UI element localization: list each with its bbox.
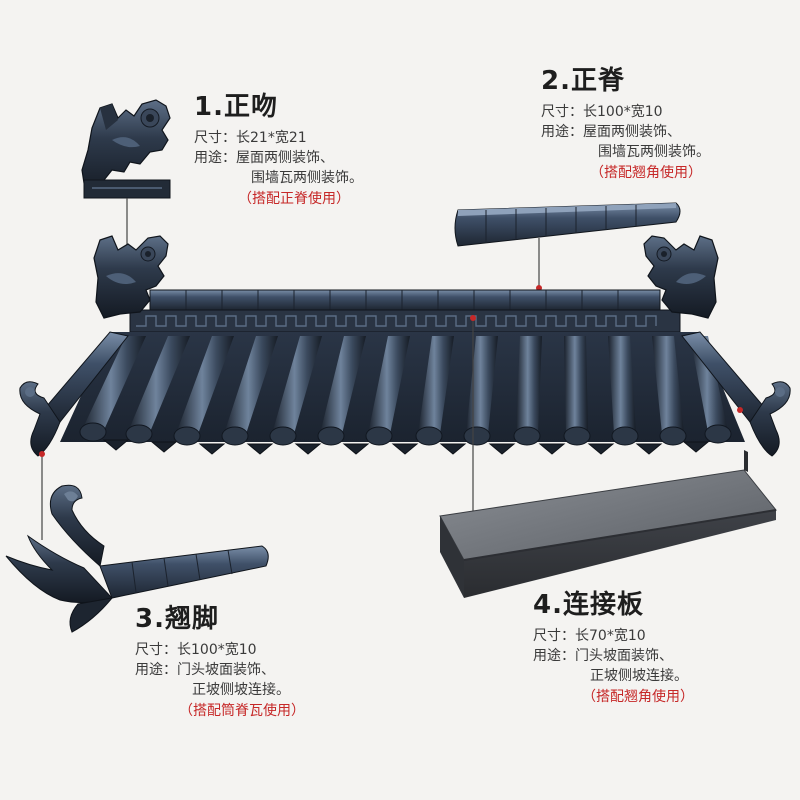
product-label-connecting-plate: 4.连接板 尺寸：长70*宽10 用途：门头坡面装饰、 正坡侧坡连接。 （搭配翘… — [533, 590, 694, 708]
use-line-2: 正坡侧坡连接。 — [590, 668, 688, 684]
product-label-ridge-ornament: 1.正吻 尺寸：长21*宽21 用途：屋面两侧装饰、 围墙瓦两侧装饰。 （搭配正… — [194, 92, 363, 210]
use-row: 用途：门头坡面装饰、 — [135, 660, 305, 680]
size-value: 长100*宽10 — [177, 642, 257, 658]
pairing-note: （搭配正脊使用） — [238, 191, 350, 207]
product-label-upturned-corner: 3.翘脚 尺寸：长100*宽10 用途：门头坡面装饰、 正坡侧坡连接。 （搭配筒… — [135, 604, 305, 722]
use-line-2: 围墙瓦两侧装饰。 — [251, 170, 363, 186]
use-line-1: 门头坡面装饰、 — [177, 662, 275, 678]
size-key: 尺寸： — [135, 642, 177, 658]
use-key: 用途： — [194, 150, 236, 166]
product-title: 1.正吻 — [194, 92, 278, 122]
size-row: 尺寸：长70*宽10 — [533, 626, 694, 646]
use-key: 用途： — [533, 648, 575, 664]
main-ridge-piece — [454, 202, 681, 247]
use-row: 用途：屋面两侧装饰、 — [194, 148, 363, 168]
product-title: 2.正脊 — [541, 66, 625, 96]
eave-tile-ends — [79, 422, 732, 446]
size-key: 尺寸： — [541, 104, 583, 120]
roof-corner-curl-right — [749, 381, 791, 457]
size-row: 尺寸：长100*宽10 — [541, 102, 710, 122]
connecting-plate-piece — [439, 450, 777, 598]
size-value: 长100*宽10 — [583, 104, 663, 120]
roof-tile-tubes — [82, 336, 728, 434]
use-line-1: 屋面两侧装饰、 — [583, 124, 681, 140]
upturned-corner-piece — [5, 484, 269, 633]
use-line-2: 围墙瓦两侧装饰。 — [598, 144, 710, 160]
size-key: 尺寸： — [533, 628, 575, 644]
size-value: 长21*宽21 — [236, 130, 307, 146]
use-row: 用途：门头坡面装饰、 — [533, 646, 694, 666]
pairing-note: （搭配翘角使用） — [590, 165, 702, 181]
roof-ridge-ornament-left — [93, 235, 169, 319]
ridge-ornament-piece — [81, 99, 171, 199]
pairing-note: （搭配筒脊瓦使用） — [179, 703, 305, 719]
size-row: 尺寸：长100*宽10 — [135, 640, 305, 660]
size-row: 尺寸：长21*宽21 — [194, 128, 363, 148]
pairing-note: （搭配翘角使用） — [582, 689, 694, 705]
use-key: 用途： — [135, 662, 177, 678]
use-key: 用途： — [541, 124, 583, 140]
product-label-main-ridge: 2.正脊 尺寸：长100*宽10 用途：屋面两侧装饰、 围墙瓦两侧装饰。 （搭配… — [541, 66, 710, 184]
use-line-2: 正坡侧坡连接。 — [192, 682, 290, 698]
roof-corner-curl-left — [19, 381, 61, 457]
product-title: 3.翘脚 — [135, 604, 219, 634]
roof-assembly — [19, 235, 791, 457]
roof-ridge-ornament-right — [643, 235, 719, 319]
use-line-1: 门头坡面装饰、 — [575, 648, 673, 664]
use-row: 用途：屋面两侧装饰、 — [541, 122, 710, 142]
size-key: 尺寸： — [194, 130, 236, 146]
use-line-1: 屋面两侧装饰、 — [236, 150, 334, 166]
product-title: 4.连接板 — [533, 590, 644, 620]
size-value: 长70*宽10 — [575, 628, 646, 644]
